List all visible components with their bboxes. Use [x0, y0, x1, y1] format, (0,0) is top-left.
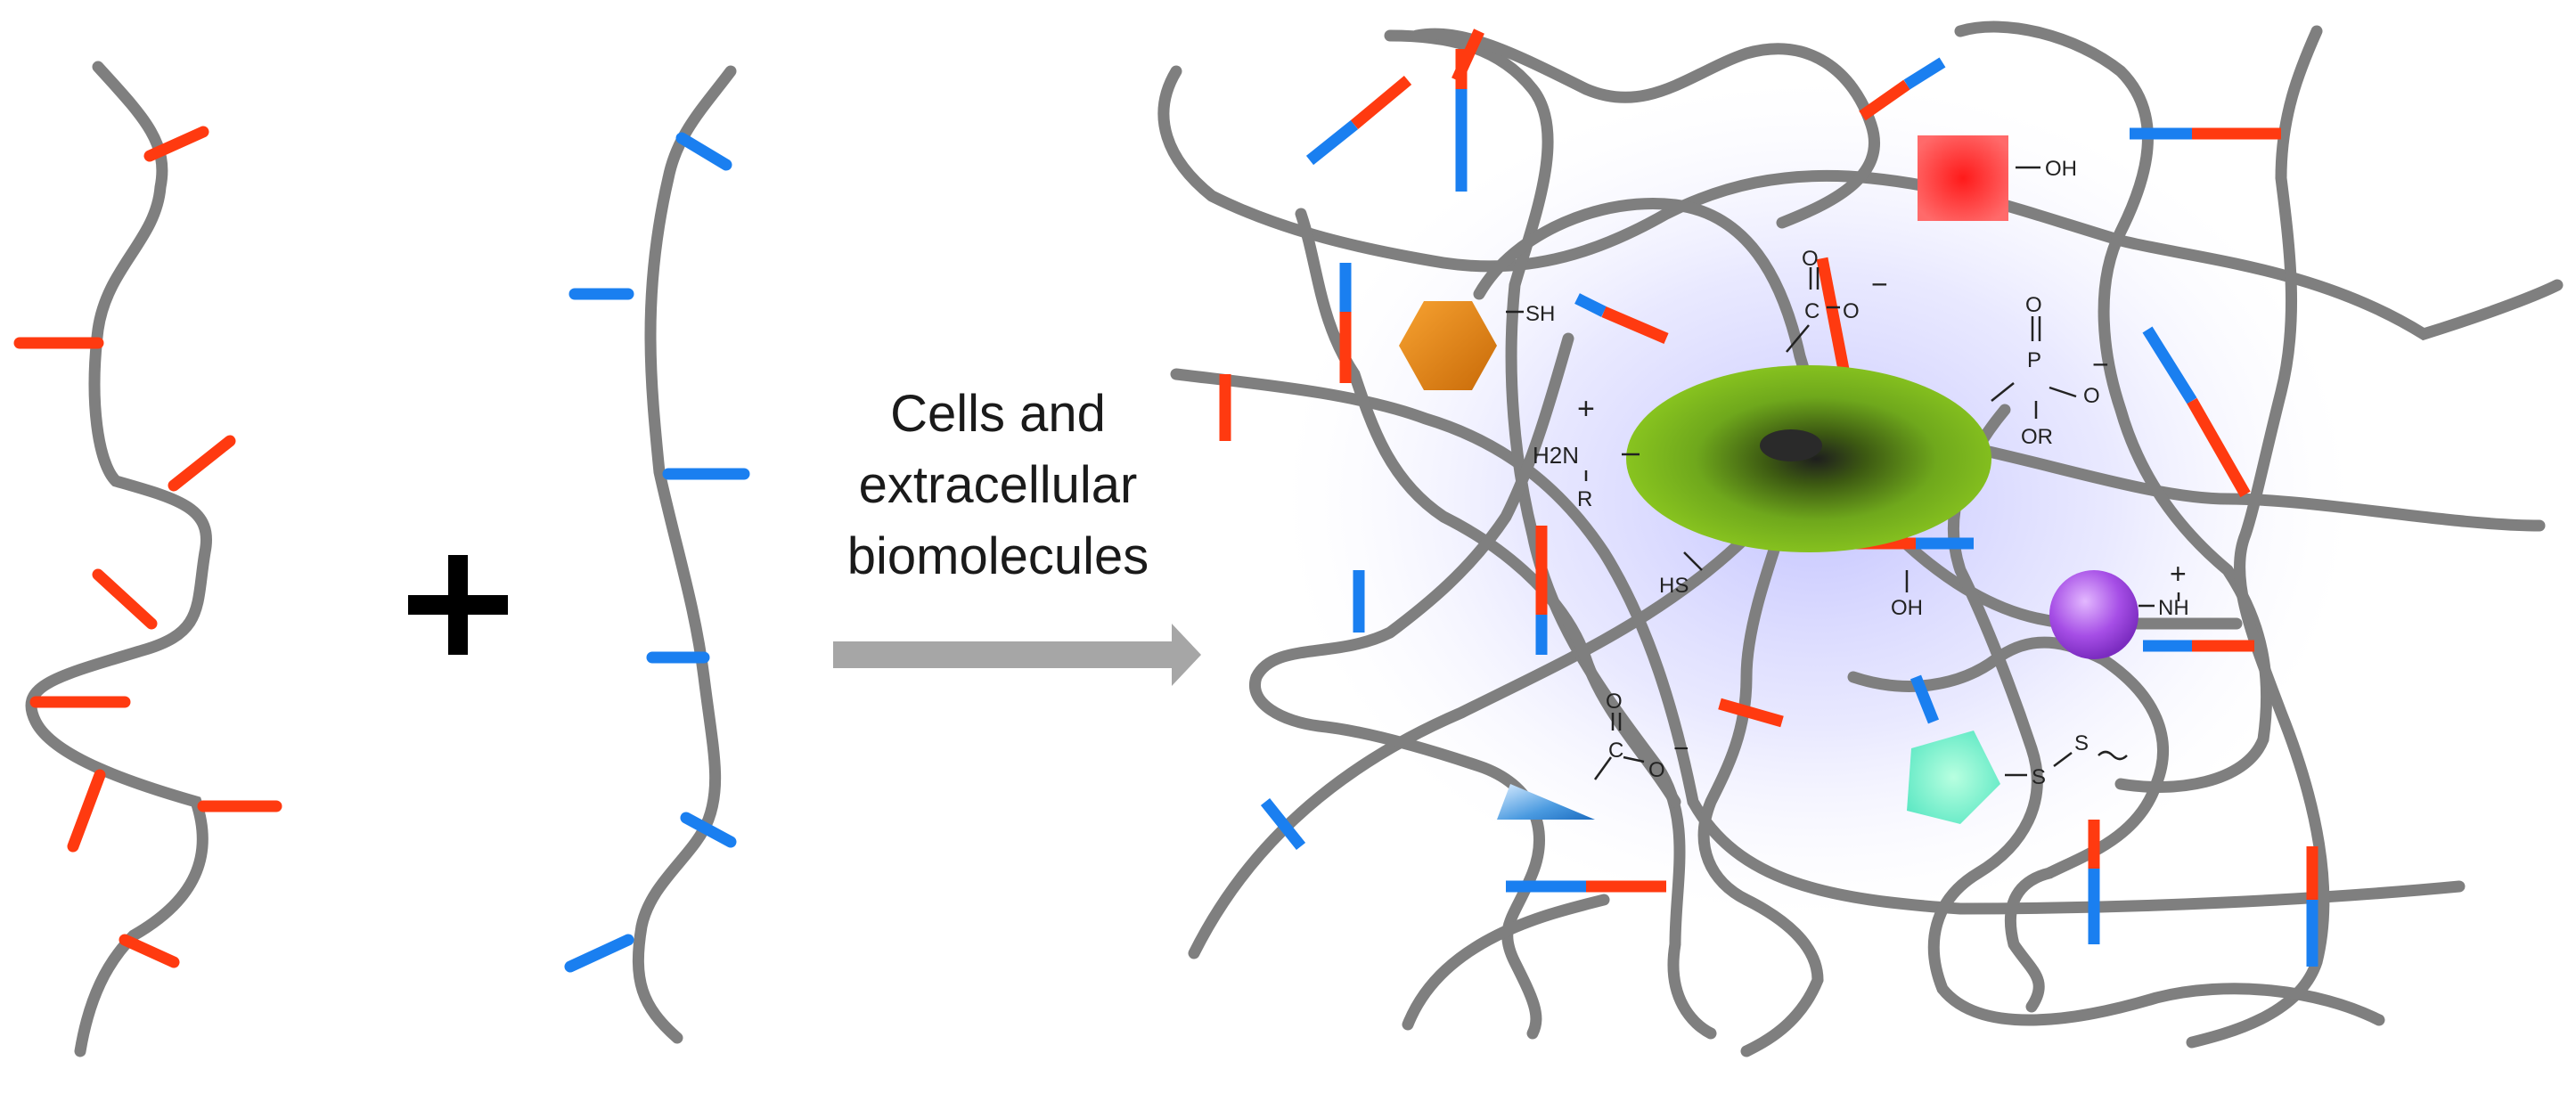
- label-phosphate-charge: −: [2092, 348, 2109, 380]
- label-carboxyl-tri-o: O: [1606, 690, 1623, 714]
- label-carboxyl-tri-charge: −: [1673, 734, 1689, 763]
- label-hydroxyl-square: OH: [2045, 157, 2077, 181]
- sphere-biomolecule: [2049, 570, 2138, 659]
- label-thiol-hs: HS: [1659, 574, 1689, 598]
- polymer-b-backbone: [632, 65, 737, 1044]
- label-amine-charge: +: [1577, 392, 1595, 426]
- polymer-chain-a: [13, 61, 282, 1057]
- cell-body: [1626, 365, 1991, 552]
- label-hydroxyl-center: OH: [1891, 596, 1923, 620]
- chemical-bonds: [1506, 166, 2180, 780]
- label-imine-charge: +: [2170, 558, 2187, 590]
- polymer-a-side-groups: [13, 126, 282, 968]
- label-carboxyl-top-o: O: [1802, 247, 1819, 271]
- square-biomolecule: [1918, 135, 2008, 221]
- caption-line-3: biomolecules: [846, 527, 1149, 585]
- label-carboxyl-tri-o-minus: O: [1648, 758, 1665, 782]
- label-hexagon-sh: SH: [1525, 302, 1555, 326]
- triangle-biomolecule: [1497, 784, 1595, 820]
- polymer-chain-b: [564, 65, 750, 1044]
- label-carboxyl-top-charge: −: [1871, 268, 1888, 300]
- label-carboxyl-top-c: C: [1804, 299, 1820, 323]
- reaction-arrow: [833, 624, 1201, 686]
- label-disulfide-s2: S: [2074, 731, 2089, 755]
- label-imine-nh: NH: [2158, 596, 2189, 620]
- polymer-b-side-groups: [564, 132, 750, 973]
- hydrogel-network: O C O − O P O − OR + H2N R HS OH OH SH +…: [1157, 20, 2564, 1057]
- label-disulfide-s1: S: [2032, 765, 2046, 789]
- label-phosphate-p: P: [2027, 348, 2041, 372]
- pentagon-biomolecule: [1907, 731, 2000, 824]
- caption-line-1: Cells and: [890, 385, 1106, 443]
- arrow-caption: Cells and extracellular biomolecules: [766, 379, 1230, 592]
- label-phosphate-o: O: [2025, 293, 2042, 317]
- caption-line-2: extracellular: [858, 456, 1138, 514]
- plus-sign: [408, 555, 508, 655]
- hexagon-biomolecule: [1399, 301, 1497, 390]
- label-amine-r: R: [1577, 487, 1592, 511]
- label-phosphate-or: OR: [2021, 425, 2053, 449]
- cell-nucleus: [1760, 429, 1822, 461]
- crosslinks: [1219, 29, 2318, 967]
- label-phosphate-o-minus: O: [2083, 384, 2100, 408]
- chemical-labels: O C O − O P O − OR + H2N R HS OH OH SH +…: [1525, 157, 2189, 789]
- label-carboxyl-tri-c: C: [1608, 739, 1623, 763]
- label-carboxyl-top-o-minus: O: [1843, 299, 1860, 323]
- label-amine-h2n: H2N: [1533, 442, 1579, 469]
- polymer-a-backbone: [25, 61, 212, 1057]
